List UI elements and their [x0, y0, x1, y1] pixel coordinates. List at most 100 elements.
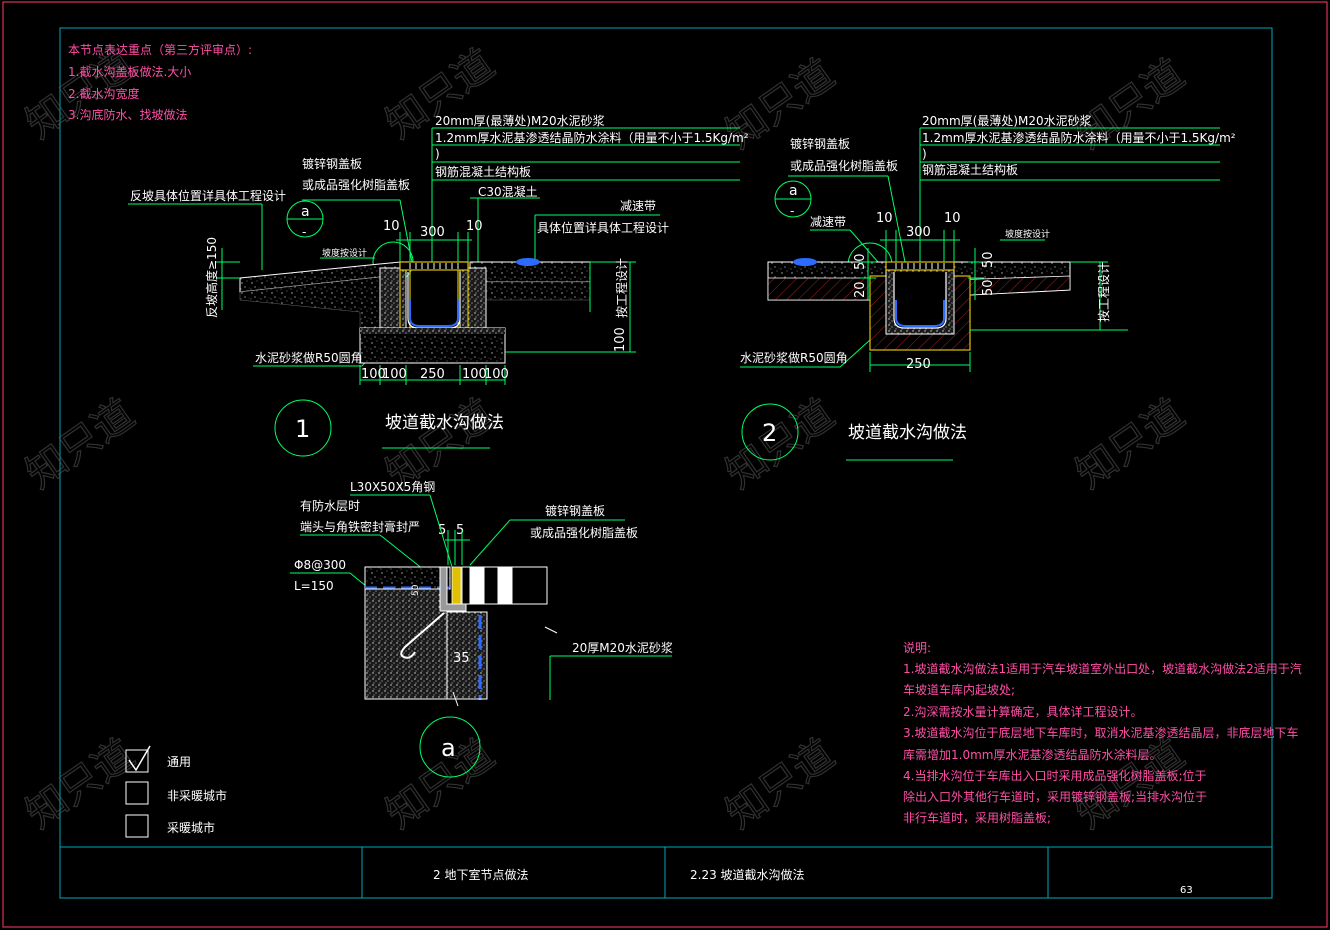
dim-bottom-1: 100: [382, 367, 407, 382]
cover-a-1: 镀锌钢盖板: [545, 504, 605, 518]
detail-1-number: 1: [295, 415, 310, 443]
fillet-label-1: 水泥砂浆做R50圆角: [255, 350, 363, 365]
waterproof-label-2: 端头与角铁密封膏封严: [300, 519, 420, 534]
speed-bump-2: 减速带: [810, 215, 846, 229]
dim-bottom-3: 100: [462, 367, 487, 382]
section-title: 2.23 坡道截水沟做法: [690, 867, 805, 882]
check-icon: [128, 745, 151, 772]
c30-concrete: C30混凝土: [478, 184, 538, 199]
cover-label-1: 镀锌钢盖板: [302, 157, 362, 171]
ref-a-dash: -: [302, 225, 306, 239]
ref-a-letter: a: [301, 204, 310, 220]
dim2-250: 250: [906, 357, 931, 372]
dim-10a: 10: [383, 219, 400, 234]
review-note-item: 3.沟底防水、找坡做法: [68, 107, 187, 122]
review-note-item: 1.截水沟盖板做法.大小: [68, 64, 191, 79]
layer-coating-2: 1.2mm厚水泥基渗透结晶防水涂料（用量不小于1.5Kg/m²: [922, 130, 1236, 145]
detail-1-number-circle: [274, 399, 332, 457]
rebar-label-2: L=150: [294, 579, 334, 593]
mortar-a: 20厚M20水泥砂浆: [572, 640, 673, 655]
watermark: 知只道: [1068, 731, 1193, 838]
watermark: 知只道: [18, 731, 143, 838]
detail-1-title: 坡道截水沟做法: [385, 413, 504, 433]
rebar-label-1: Φ8@300: [294, 558, 346, 572]
cover-label-2-2: 或成品强化树脂盖板: [790, 158, 898, 173]
dim-a-5a: 5: [438, 523, 446, 538]
detail-a-label-circle: [419, 716, 481, 778]
dim-100: 100: [613, 327, 628, 352]
note-line: 库需增加1.0mm厚水泥基渗透结晶防水涂料层。: [903, 747, 1161, 762]
note-line: 3.坡道截水沟位于底层地下车库时，取消水泥基渗透结晶层，非底层地下车: [903, 725, 1298, 740]
detail-1: 20mm厚(最薄处)M20水泥砂浆 1.2mm厚水泥基渗透结晶防水涂料（用量不小…: [128, 113, 749, 457]
detail-a-label: a: [441, 734, 456, 762]
slope-label-2: 坡度按设计: [1005, 228, 1050, 240]
by-design-2: 按工程设计: [1096, 262, 1111, 322]
note-line: 1.坡道截水沟做法1适用于汽车坡道室外出口处，坡道截水沟做法2适用于汽: [903, 661, 1302, 676]
dim-a-5b: 5: [456, 523, 464, 538]
review-note-item: 2.截水沟宽度: [68, 86, 139, 101]
legend-label-general: 通用: [167, 755, 191, 769]
dim2-10a: 10: [876, 211, 893, 226]
detail-a: L30X50X5角钢 有防水层时 端头与角铁密封膏封严 5 5 Φ8@300 L…: [290, 480, 673, 778]
rev-height: 反坡高度≥150: [204, 237, 219, 318]
notes: 说明: 1.坡道截水沟做法1适用于汽车坡道室外出口处，坡道截水沟做法2适用于汽 …: [903, 640, 1302, 825]
layer-mortar-2: 20mm厚(最薄处)M20水泥砂浆: [922, 113, 1092, 128]
dim-a-35: 35: [453, 651, 470, 666]
layer-mortar: 20mm厚(最薄处)M20水泥砂浆: [435, 113, 605, 128]
layer-slab-2: 钢筋混凝土结构板: [922, 162, 1018, 177]
dim2-300: 300: [906, 225, 931, 240]
legend: 通用 非采暖城市 采暖城市: [125, 745, 227, 838]
dim-bottom-0: 100: [361, 367, 386, 382]
dim2-50a: 50: [853, 253, 868, 270]
layer-coating-end-2: ): [922, 147, 927, 161]
ref-a-letter-2: a: [789, 183, 798, 199]
review-notes-heading: 本节点表达重点（第三方评审点）:: [68, 42, 252, 57]
legend-checkbox-general[interactable]: [125, 749, 149, 773]
watermark: 知只道: [718, 391, 843, 498]
reverse-slope-label: 反坡具体位置详具体工程设计: [130, 188, 286, 203]
legend-label-non-heating: 非采暖城市: [167, 788, 227, 803]
chapter-title: 2 地下室节点做法: [433, 867, 528, 882]
page-number: 63: [1180, 885, 1193, 896]
fillet-label-2: 水泥砂浆做R50圆角: [740, 350, 848, 365]
notes-heading: 说明:: [903, 640, 931, 655]
by-design-1: 按工程设计: [614, 258, 629, 318]
speed-bump-pos: 具体位置详具体工程设计: [537, 220, 669, 235]
legend-checkbox-non-heating[interactable]: [125, 781, 149, 805]
legend-label-heating: 采暖城市: [167, 820, 215, 835]
detail-2-number-circle: [741, 403, 799, 461]
speed-bump-label: 减速带: [620, 199, 656, 213]
waterproof-label-1: 有防水层时: [300, 498, 360, 513]
dim-a-50: 50: [411, 584, 421, 596]
watermark: 知只道: [718, 731, 843, 838]
dim2-50c: 50: [981, 279, 996, 296]
note-line: 4.当排水沟位于车库出入口时采用成品强化树脂盖板;位于: [903, 768, 1207, 783]
note-line: 非行车道时，采用树脂盖板;: [903, 810, 1051, 825]
note-line: 2.沟深需按水量计算确定，具体详工程设计。: [903, 704, 1142, 719]
inner-frame: [59, 27, 1273, 899]
angle-steel-label: L30X50X5角钢: [350, 480, 435, 494]
cover-label-2-1: 镀锌钢盖板: [790, 137, 850, 151]
dim-10b: 10: [466, 219, 483, 234]
watermark: 知只道: [1068, 391, 1193, 498]
layer-coating: 1.2mm厚水泥基渗透结晶防水涂料（用量不小于1.5Kg/m²: [435, 130, 749, 145]
cover-label-2: 或成品强化树脂盖板: [302, 177, 410, 192]
dim2-20: 20: [853, 281, 868, 298]
dim-300: 300: [420, 225, 445, 240]
cover-a-2: 或成品强化树脂盖板: [530, 525, 638, 540]
note-line: 除出入口外其他行车道时，采用镀锌钢盖板;当排水沟位于: [903, 789, 1207, 804]
dim2-50b: 50: [981, 251, 996, 268]
legend-checkbox-heating[interactable]: [125, 814, 149, 838]
detail-2-number: 2: [762, 419, 777, 447]
review-notes: 本节点表达重点（第三方评审点）: 1.截水沟盖板做法.大小 2.截水沟宽度 3.…: [68, 42, 252, 122]
detail-2: 20mm厚(最薄处)M20水泥砂浆 1.2mm厚水泥基渗透结晶防水涂料（用量不小…: [740, 113, 1236, 461]
layer-slab: 钢筋混凝土结构板: [435, 164, 531, 179]
dim2-10b: 10: [944, 211, 961, 226]
dim-bottom-4: 100: [484, 367, 509, 382]
watermark: 知只道: [18, 391, 143, 498]
note-line: 车坡道车库内起坡处;: [903, 682, 1015, 697]
layer-coating-end: ): [435, 147, 440, 161]
dim-bottom-2: 250: [420, 367, 445, 382]
